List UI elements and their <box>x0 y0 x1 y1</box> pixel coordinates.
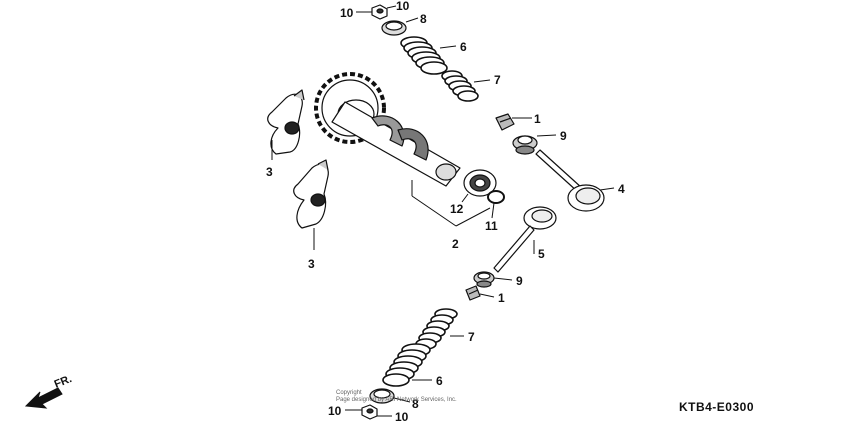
part-cotter-lower <box>465 285 481 301</box>
diagram-code: KTB4-E0300 <box>678 400 754 414</box>
callout-10-top-left: 10 <box>340 6 354 20</box>
part-camshaft <box>314 72 505 204</box>
callout-7-top: 7 <box>494 73 501 87</box>
callout-3-lower: 3 <box>308 257 315 271</box>
callout-12: 12 <box>450 202 464 216</box>
callout-2: 2 <box>452 237 459 251</box>
callout-5: 5 <box>538 247 545 261</box>
front-direction-arrow-icon: FR. <box>24 373 74 409</box>
part-retainer-top <box>381 20 407 36</box>
callout-3-upper: 3 <box>266 165 273 179</box>
callout-10-bottom-right: 10 <box>395 410 409 424</box>
callout-8-top: 8 <box>420 12 427 26</box>
front-direction-label: FR. <box>53 373 74 391</box>
callout-1-lower: 1 <box>498 291 505 305</box>
callout-9-top: 9 <box>560 129 567 143</box>
part-seal-top <box>512 135 538 155</box>
part-outer-spring-top <box>400 36 448 75</box>
part-nut-lower <box>361 404 378 420</box>
part-outer-spring-lower <box>382 343 431 387</box>
copyright-line-2: Page designed by ARI Network Services, I… <box>336 397 457 403</box>
callout-6-top: 6 <box>460 40 467 54</box>
callout-10-bottom-left: 10 <box>328 404 342 418</box>
part-cotter-top <box>495 113 515 131</box>
callout-6-lower: 6 <box>436 374 443 388</box>
leader-lines <box>271 5 615 417</box>
part-nut-top <box>371 4 388 20</box>
callout-11: 11 <box>485 219 498 233</box>
part-rocker-arm-lower <box>293 159 329 229</box>
callout-7-lower: 7 <box>468 330 475 344</box>
part-valve-intake <box>493 206 557 273</box>
part-seal-lower <box>473 271 495 288</box>
part-inner-spring-lower <box>415 308 458 350</box>
copyright-line-1: Copyright <box>336 390 362 396</box>
part-inner-spring-top <box>441 70 479 102</box>
callout-8-lower: 8 <box>412 397 419 411</box>
part-retainer-lower <box>369 388 395 404</box>
part-valve-exhaust <box>535 149 605 212</box>
callout-4: 4 <box>618 182 625 196</box>
copyright-notice: Copyright Page designed by ARI Network S… <box>336 390 457 404</box>
part-rocker-arm-upper <box>267 89 305 155</box>
callout-10-top-right: 10 <box>396 0 410 13</box>
part-group-bracket <box>411 180 491 227</box>
callout-9-lower: 9 <box>516 274 523 288</box>
callout-1-top: 1 <box>534 112 541 126</box>
